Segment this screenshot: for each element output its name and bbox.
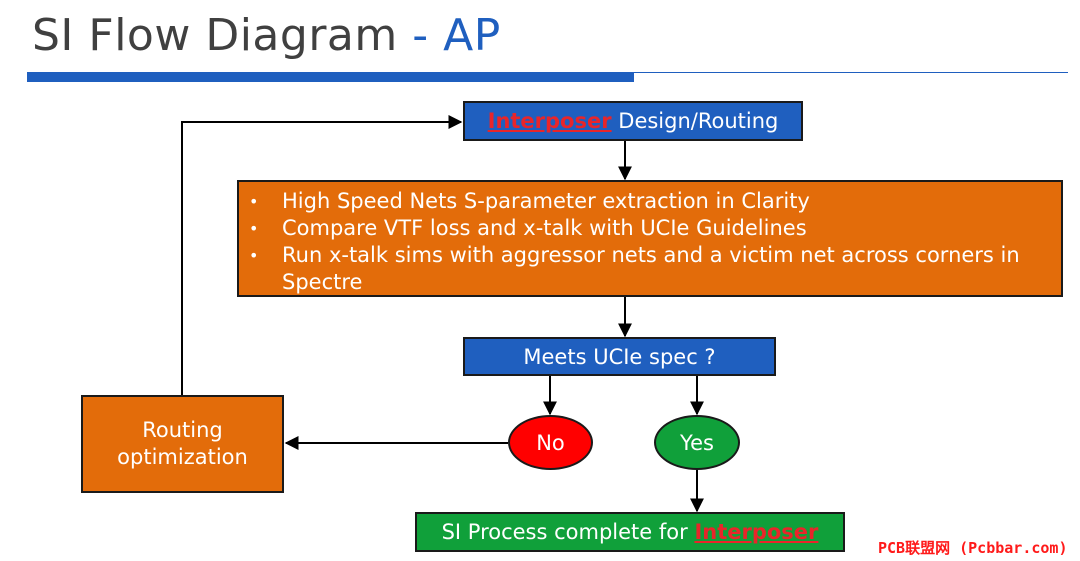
analysis-bullet: Run x-talk sims with aggressor nets and … (239, 242, 1061, 296)
page-title: SI Flow Diagram - AP (32, 10, 501, 61)
node-interposer-design-routing: Interposer Design/Routing (463, 101, 803, 141)
node-design-highlight: Interposer (487, 109, 612, 133)
node-routing-optimization: Routing optimization (81, 395, 284, 493)
node-si-process-complete: SI Process complete for Interposer (415, 512, 845, 552)
title-underline-thick (27, 72, 634, 82)
node-design-rest: Design/Routing (611, 109, 779, 133)
watermark-text: PCB联盟网 (Pcbbar.com) (878, 539, 1068, 557)
node-si-analysis: High Speed Nets S-parameter extraction i… (237, 180, 1063, 297)
node-decision-meets-spec: Meets UCIe spec ? (463, 337, 776, 376)
complete-prefix: SI Process complete for (441, 520, 695, 544)
analysis-bullet: High Speed Nets S-parameter extraction i… (239, 188, 1061, 215)
analysis-bullet-list: High Speed Nets S-parameter extraction i… (239, 188, 1061, 296)
complete-highlight: Interposer (694, 520, 819, 544)
arrow-routing-to-design (181, 115, 463, 395)
node-no: No (508, 415, 593, 470)
routing-line-1: Routing (142, 418, 223, 442)
title-main: SI Flow Diagram (32, 10, 398, 61)
analysis-bullet: Compare VTF loss and x-talk with UCIe Gu… (239, 215, 1061, 242)
title-separator: - (412, 10, 429, 61)
title-underline-thin (634, 72, 1068, 73)
node-yes: Yes (654, 415, 740, 470)
title-accent: AP (443, 10, 501, 61)
routing-line-2: optimization (117, 445, 248, 469)
